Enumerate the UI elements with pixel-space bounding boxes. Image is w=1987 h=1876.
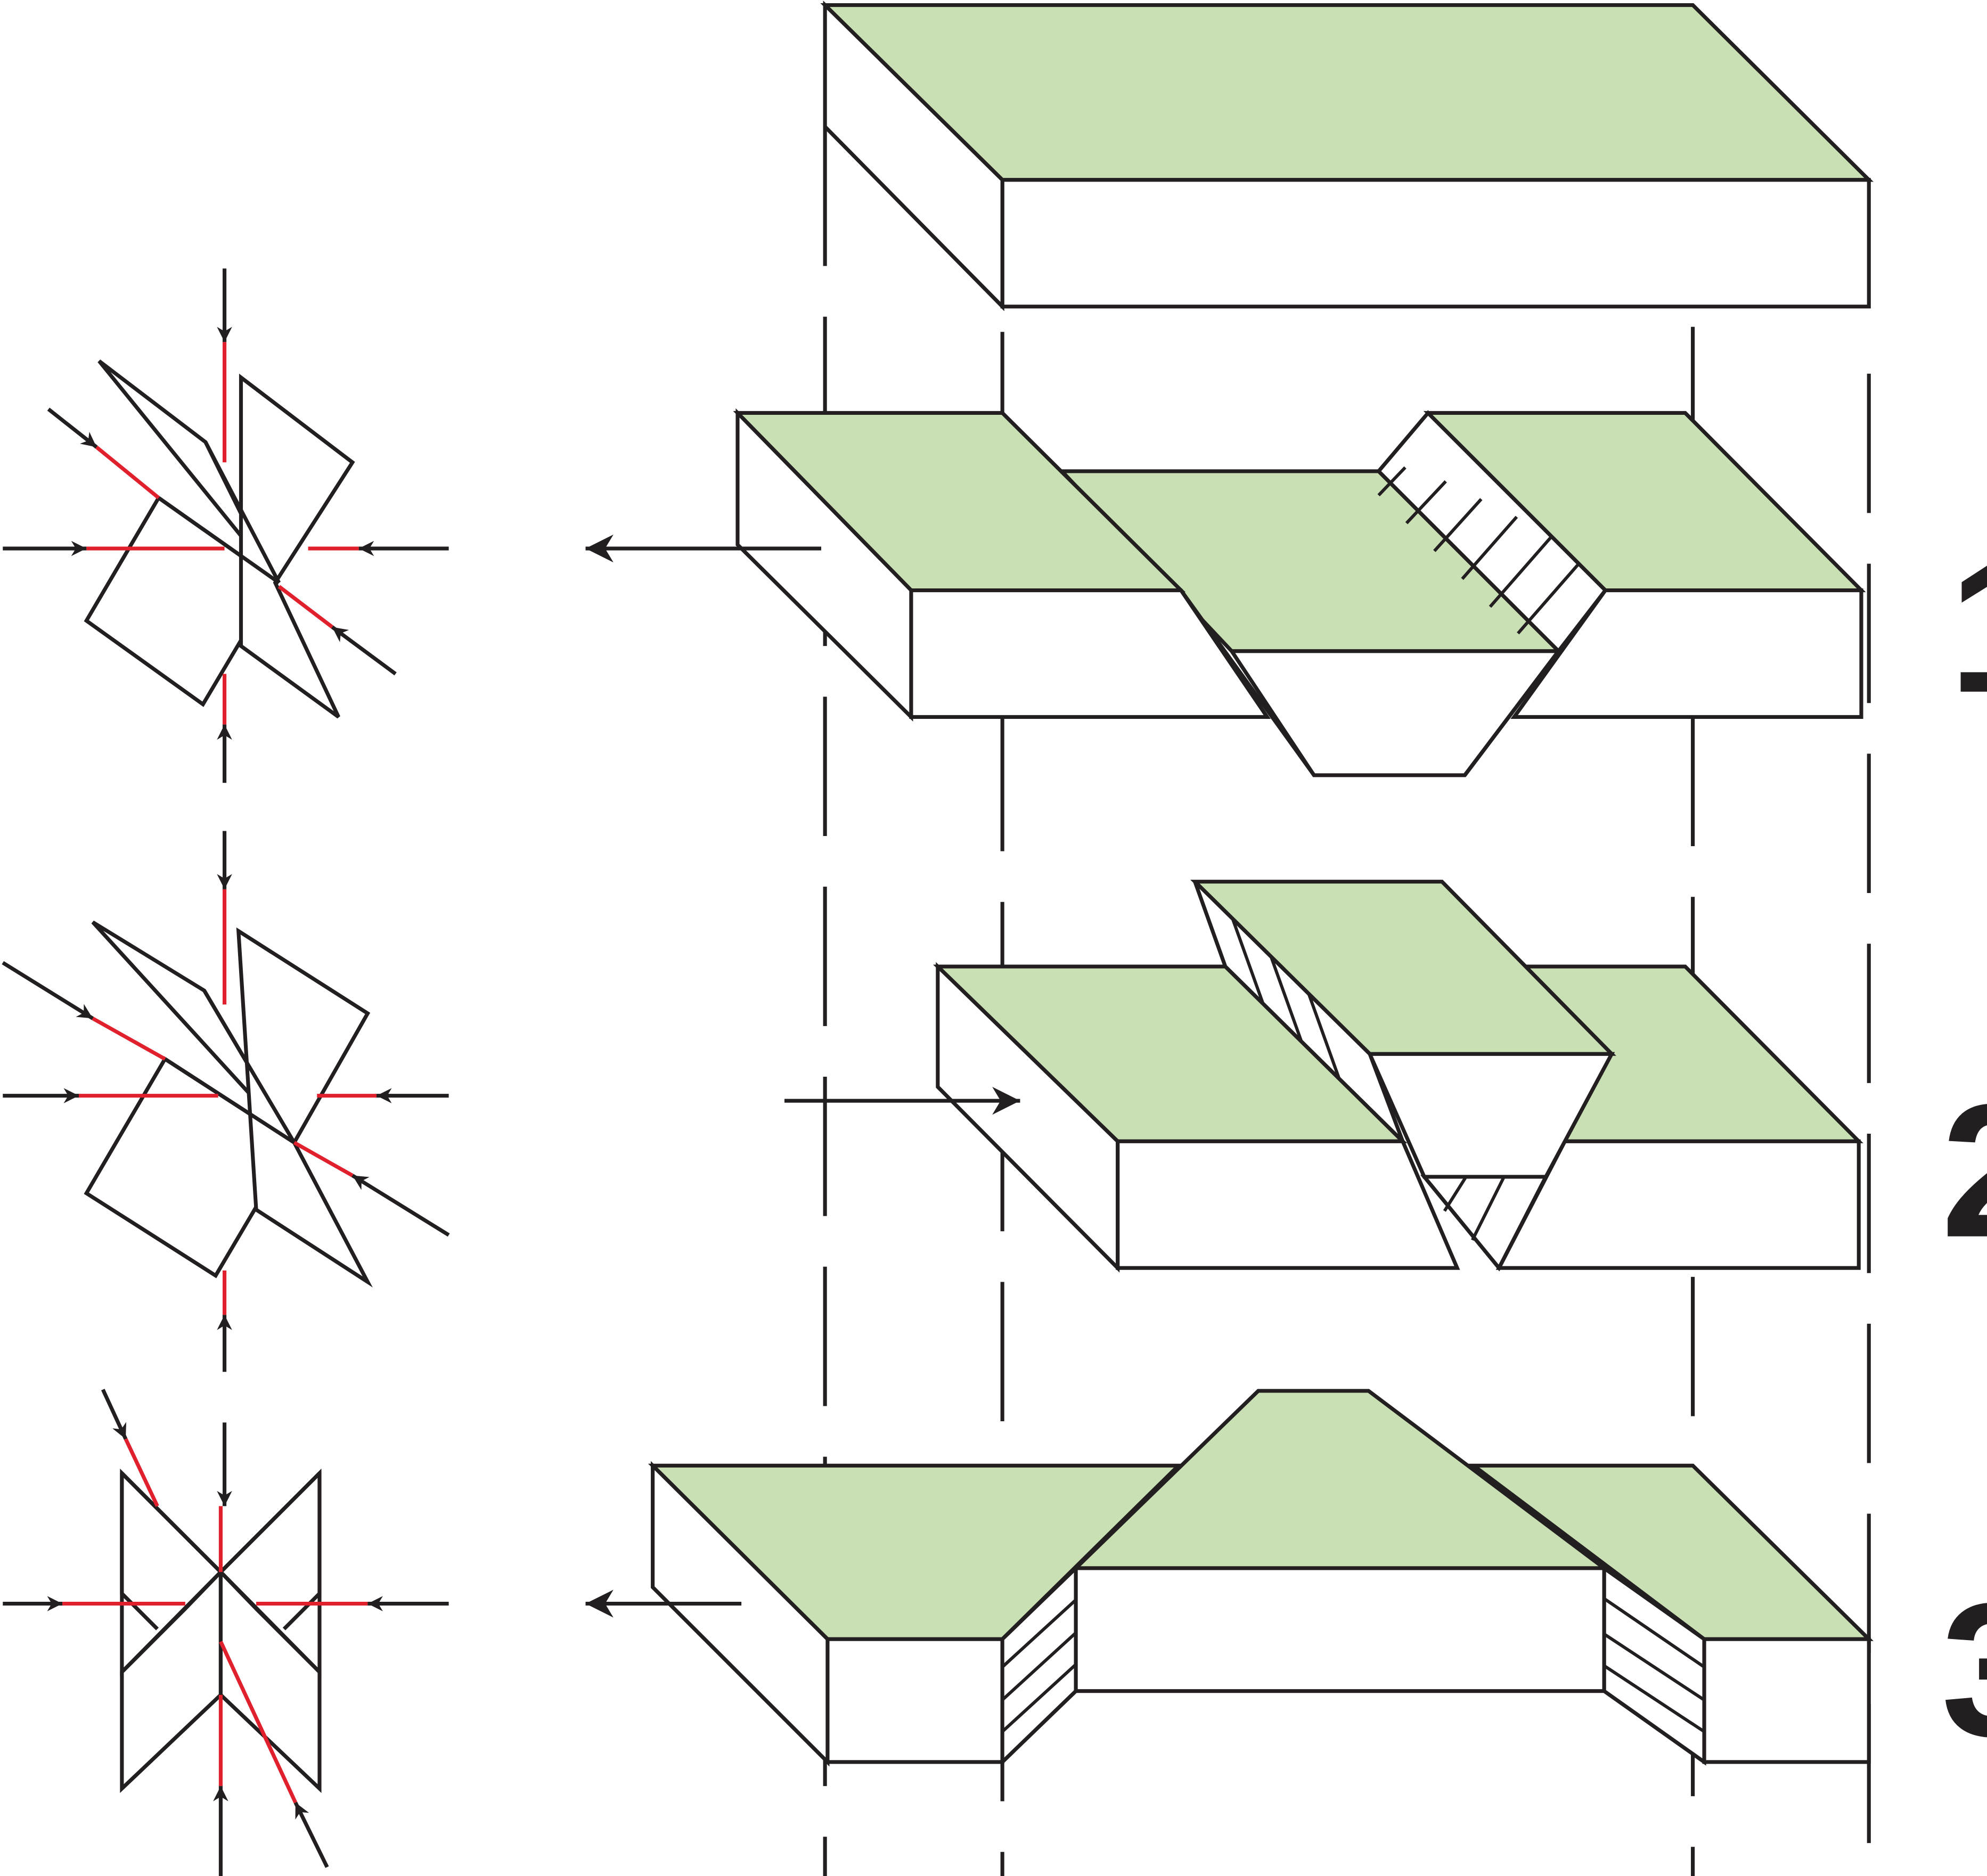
right-block-front [1510,588,1863,719]
schematic-1-upper-right-panel [239,373,355,719]
thrust-left-block-front [1116,1139,1460,1270]
horst-front-face [1074,1566,1606,1693]
schematic-2-cross-diagonal [163,1057,296,1144]
schematic-2-stress-arrows [2,831,450,1372]
thrust-scarp-hatched [1193,880,1405,1143]
schematic-2-main-diagonal [202,989,296,1144]
label-1: 1 [1949,520,1987,732]
schematic-1-stress-arrows [3,268,449,783]
horst-left-block-front [825,1637,1004,1764]
horst-right-block-front [1702,1637,1871,1764]
thrust-left-block-side [936,962,1120,1273]
thrust-scarp-hatching [1231,919,1341,1080]
schematic-1-fracture-lines [86,342,359,725]
graben-front-right-edge [1463,650,1560,776]
schematic-1-main-diagonal [203,441,281,584]
schematic-3-top-right-edges [282,1473,322,1631]
schematic-3-lower-right-panel [218,1567,322,1793]
horst-left-block-side [651,1461,830,1767]
stress-schematic-1 [3,268,449,783]
stress-schematic-3 [3,1389,449,1876]
block-side-face [823,0,1004,312]
schematic-3-top-left-edges [120,1473,159,1631]
block-1-graben [585,408,1866,777]
label-3: 3 [1941,1563,1987,1776]
block-top-surface [820,3,1874,182]
schematic-1-cross-diagonal [157,496,280,585]
block-front-face [1000,178,1871,309]
horst-left-hatching [1001,1599,1077,1733]
label-2: 2 [1941,1064,1987,1277]
schematic-3-stress-arrows [3,1389,449,1876]
schematic-3-fracture-lines [62,1438,368,1804]
schematic-3-lower-left-panel [120,1567,223,1793]
stress-schematic-2 [2,831,450,1372]
block-3-horst [585,1389,1874,1767]
left-block-side [735,408,913,722]
schematic-2-upper-right-panel [236,927,373,1288]
fault-scarp-hatching [1377,466,1589,635]
schematic-2-fracture-lines [79,889,377,1315]
block-undeformed [820,0,1874,312]
thrust-lower-hatching [1443,1176,1506,1241]
horst-right-hatching [1603,1597,1705,1733]
block-2-thrust [784,880,1863,1273]
